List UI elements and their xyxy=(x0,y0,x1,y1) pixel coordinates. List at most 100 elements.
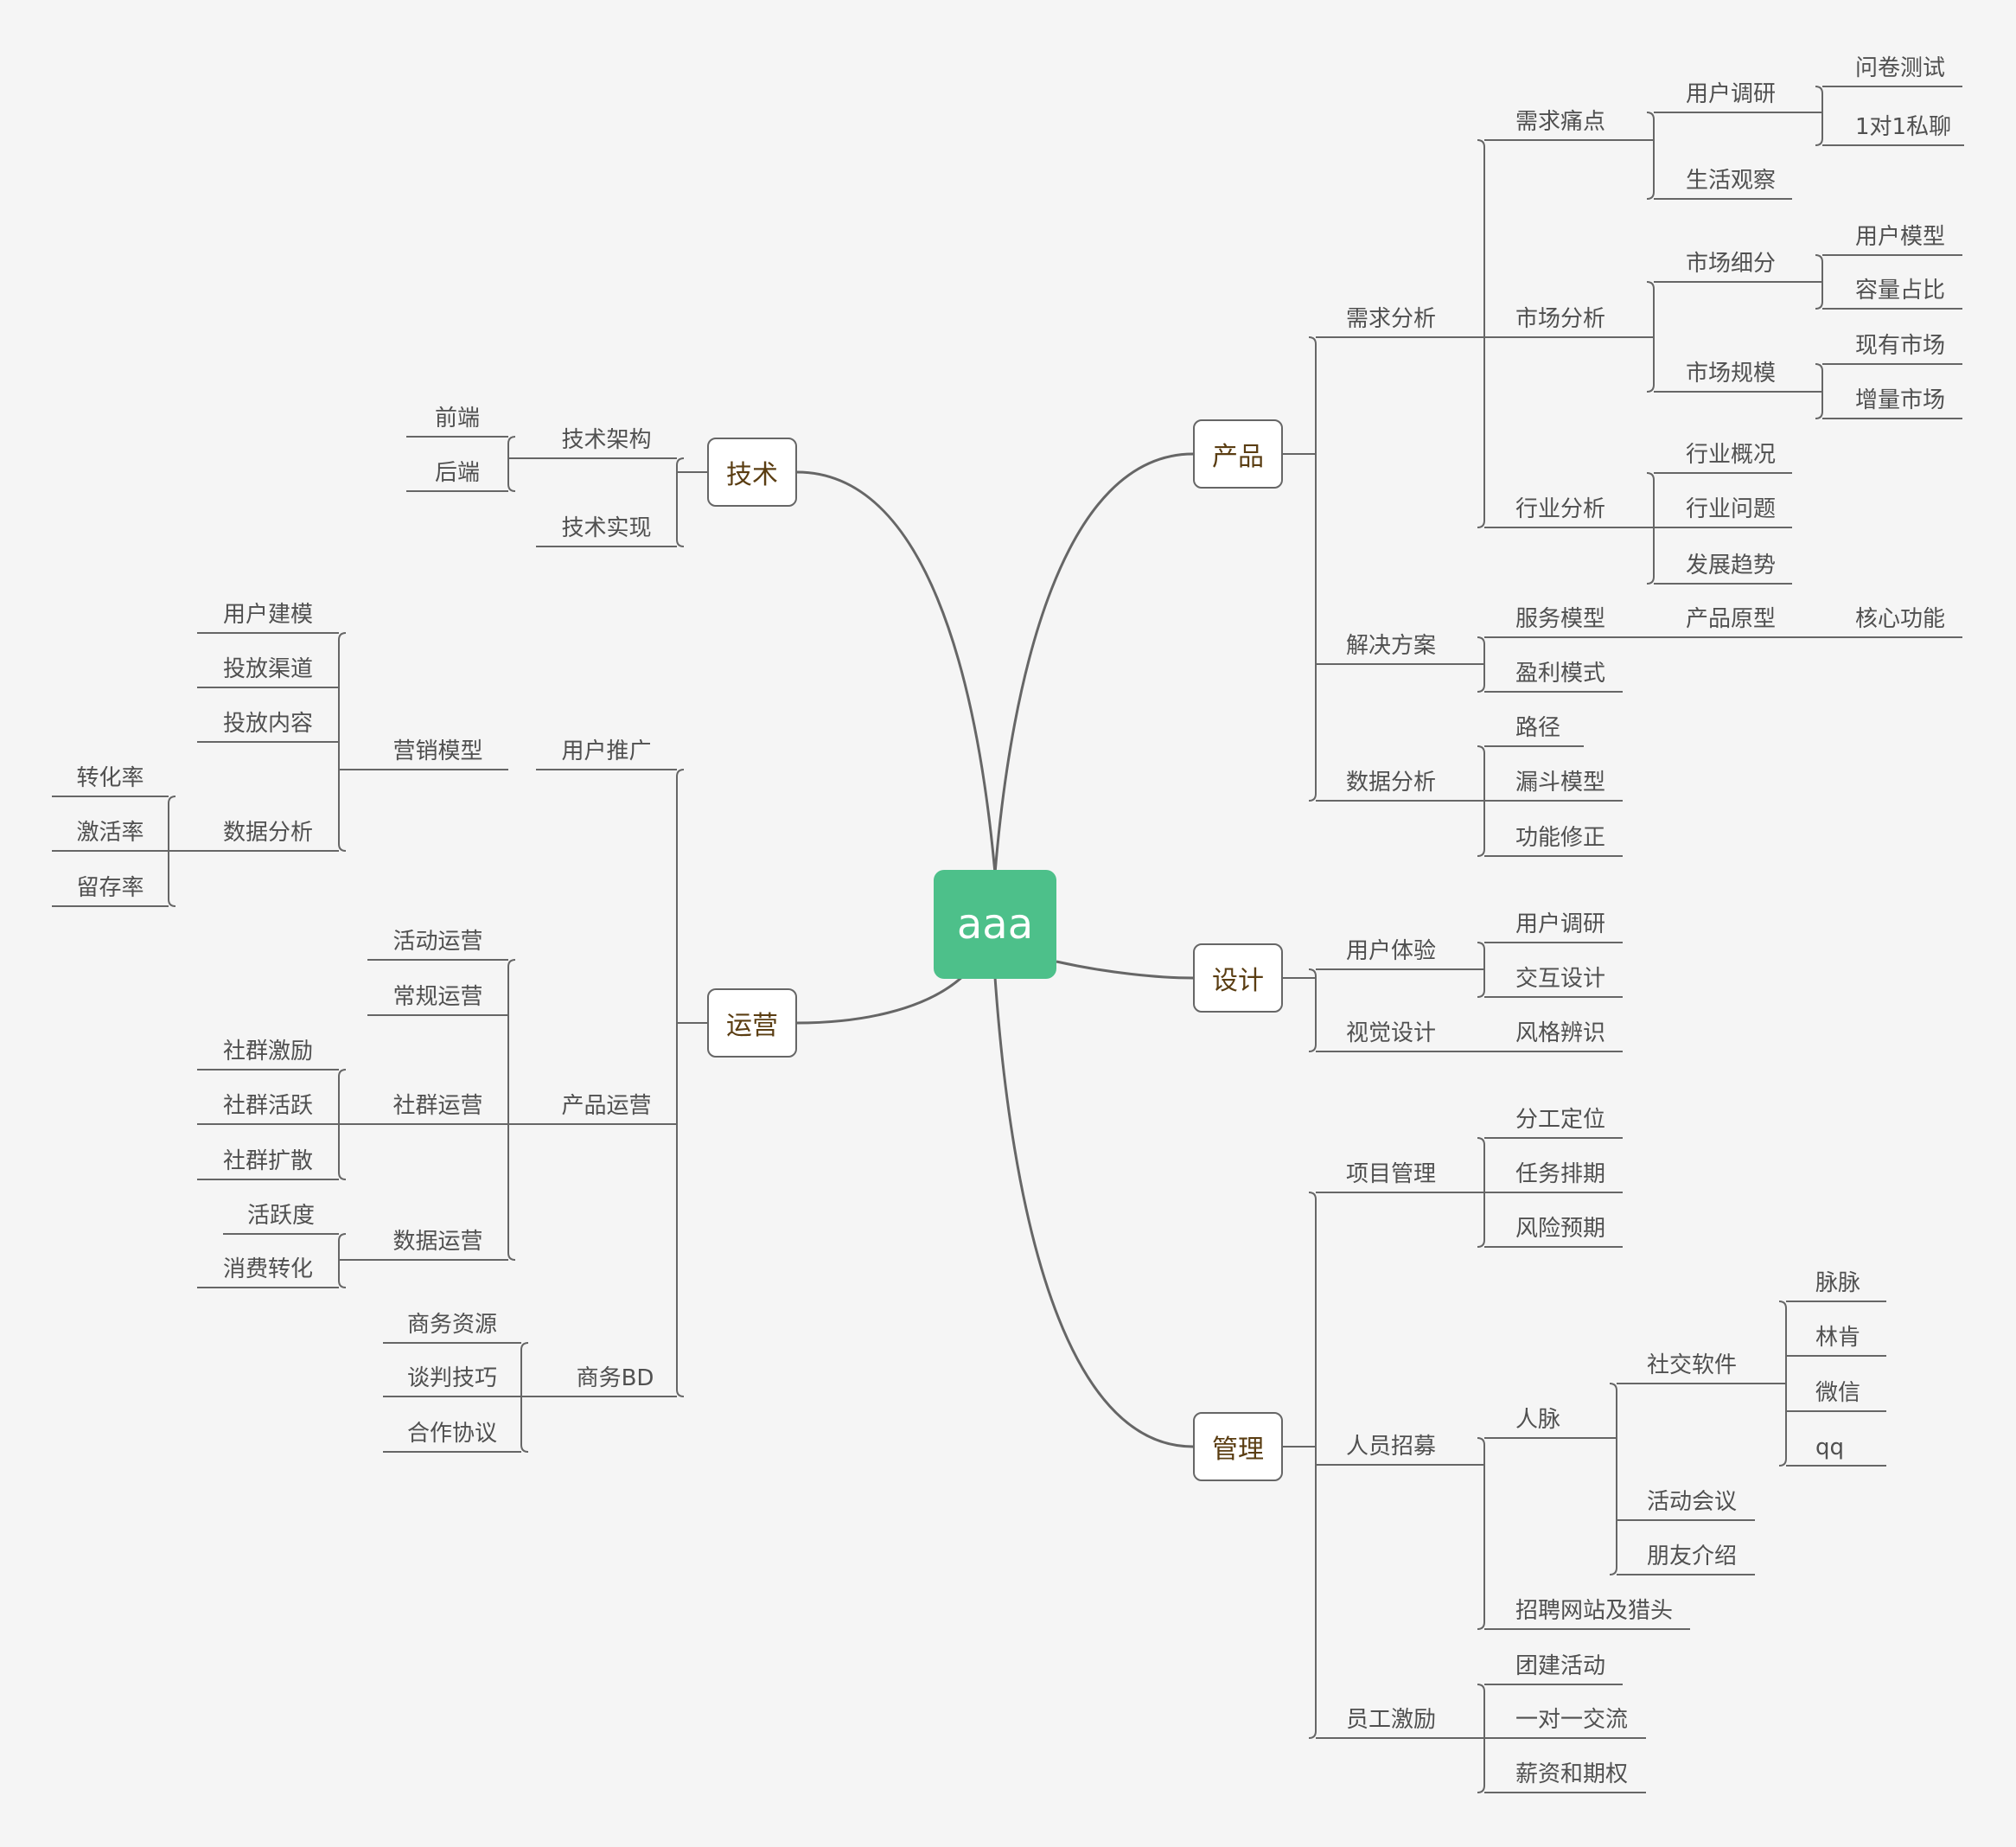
topic-label[interactable]: 生活观察 xyxy=(1686,168,1777,194)
topic-label[interactable]: 微信 xyxy=(1815,1380,1861,1406)
topic-label[interactable]: 用户模型 xyxy=(1855,224,1946,250)
branch-node[interactable]: 运营 xyxy=(707,988,797,1058)
topic-label[interactable]: 谈判技巧 xyxy=(406,1365,497,1391)
topic-label[interactable]: 问卷测试 xyxy=(1855,55,1946,81)
topic-label[interactable]: 增量市场 xyxy=(1855,387,1946,413)
topic-label[interactable]: 需求分析 xyxy=(1346,306,1437,332)
topic-label[interactable]: 招聘网站及猎头 xyxy=(1515,1598,1674,1624)
topic-label[interactable]: 数据分析 xyxy=(1346,770,1437,796)
branch-bracket xyxy=(1815,86,1823,146)
topic-label[interactable]: 团建活动 xyxy=(1515,1653,1606,1679)
topic-label[interactable]: 人员招募 xyxy=(1346,1434,1437,1460)
topic-label[interactable]: 后端 xyxy=(434,460,480,486)
topic-label[interactable]: 人脉 xyxy=(1515,1407,1561,1433)
topic-label[interactable]: 活动会议 xyxy=(1647,1489,1738,1515)
topic-label[interactable]: 视觉设计 xyxy=(1346,1020,1437,1046)
topic-label[interactable]: 社群扩散 xyxy=(222,1148,313,1174)
topic-label[interactable]: 一对一交流 xyxy=(1515,1707,1629,1733)
topic-label[interactable]: 常规运营 xyxy=(392,984,483,1010)
topic-label[interactable]: 发展趋势 xyxy=(1686,553,1777,578)
topic-label[interactable]: 市场规模 xyxy=(1686,361,1777,387)
topic-label[interactable]: 服务模型 xyxy=(1515,606,1606,632)
branch-connector xyxy=(796,974,966,1025)
topic-label[interactable]: 数据运营 xyxy=(392,1229,483,1255)
topic-label[interactable]: 核心功能 xyxy=(1855,606,1946,632)
topic-label[interactable]: 活跃度 xyxy=(246,1203,315,1229)
topic-label[interactable]: 行业概况 xyxy=(1686,442,1777,468)
topic-label[interactable]: 商务资源 xyxy=(406,1312,497,1338)
topic-label[interactable]: 1对1私聊 xyxy=(1855,114,1952,140)
topic-label[interactable]: 产品原型 xyxy=(1686,606,1777,632)
topic-label[interactable]: 行业分析 xyxy=(1515,496,1606,522)
topic-label[interactable]: 社群激励 xyxy=(222,1039,313,1064)
topic-label[interactable]: 市场分析 xyxy=(1515,306,1606,332)
topic-label[interactable]: 薪资和期权 xyxy=(1515,1761,1629,1787)
topic-label[interactable]: 容量占比 xyxy=(1855,278,1946,304)
branch-bracket xyxy=(338,632,347,852)
topic-label[interactable]: 需求痛点 xyxy=(1515,109,1606,135)
topic-label[interactable]: 转化率 xyxy=(76,765,144,791)
topic-label[interactable]: 行业问题 xyxy=(1686,496,1777,522)
branch-node[interactable]: 产品 xyxy=(1193,419,1283,489)
branch-bracket xyxy=(1646,112,1655,200)
topic-label[interactable]: 消费转化 xyxy=(222,1256,313,1282)
topic-label[interactable]: 营销模型 xyxy=(392,738,483,764)
topic-label[interactable]: 产品运营 xyxy=(561,1093,652,1119)
topic-label[interactable]: 分工定位 xyxy=(1515,1107,1606,1133)
topic-label[interactable]: 风险预期 xyxy=(1515,1216,1606,1242)
topic-label[interactable]: 用户调研 xyxy=(1515,911,1606,937)
branch-bracket xyxy=(1609,1383,1617,1575)
topic-label[interactable]: 朋友介绍 xyxy=(1647,1543,1738,1569)
topic-label[interactable]: 合作协议 xyxy=(406,1421,497,1447)
topic-label[interactable]: 员工激励 xyxy=(1346,1707,1437,1733)
topic-label[interactable]: 用户调研 xyxy=(1686,81,1777,107)
topic-label[interactable]: 数据分析 xyxy=(222,820,313,846)
branch-node[interactable]: 技术 xyxy=(707,438,797,507)
branch-bracket xyxy=(507,959,516,1261)
topic-label[interactable]: 市场细分 xyxy=(1686,251,1777,277)
topic-label[interactable]: 技术架构 xyxy=(561,427,652,453)
branch-connector xyxy=(993,452,1194,874)
topic-label[interactable]: 社群活跃 xyxy=(222,1093,313,1119)
branch-bracket xyxy=(507,436,516,492)
topic-label[interactable]: 解决方案 xyxy=(1346,633,1437,659)
topic-label[interactable]: 用户推广 xyxy=(561,738,652,764)
topic-label[interactable]: 脉脉 xyxy=(1815,1270,1861,1296)
topic-label[interactable]: 现有市场 xyxy=(1855,333,1946,359)
topic-label[interactable]: 商务BD xyxy=(576,1365,654,1391)
branch-bracket xyxy=(1308,1192,1317,1739)
topic-label[interactable]: qq xyxy=(1815,1435,1845,1460)
topic-label[interactable]: 社交软件 xyxy=(1647,1352,1738,1378)
branch-bracket xyxy=(676,457,685,547)
topic-label[interactable]: 激活率 xyxy=(76,820,144,846)
topic-label[interactable]: 用户建模 xyxy=(222,602,313,628)
branch-connector xyxy=(796,470,997,874)
topic-label[interactable]: 交互设计 xyxy=(1515,966,1606,992)
branch-bracket xyxy=(676,769,685,1397)
branch-bracket xyxy=(1308,336,1317,802)
topic-label[interactable]: 用户体验 xyxy=(1346,938,1437,964)
topic-label[interactable]: 林肯 xyxy=(1815,1325,1861,1351)
topic-label[interactable]: 风格辨识 xyxy=(1515,1020,1606,1046)
topic-label[interactable]: 社群运营 xyxy=(392,1093,483,1119)
topic-label[interactable]: 投放渠道 xyxy=(222,656,313,682)
topic-label[interactable]: 漏斗模型 xyxy=(1515,770,1606,796)
branch-node[interactable]: 设计 xyxy=(1193,943,1283,1013)
topic-label[interactable]: 活动运营 xyxy=(392,929,483,955)
topic-label[interactable]: 前端 xyxy=(434,406,480,431)
branch-bracket xyxy=(1308,968,1317,1052)
branch-bracket xyxy=(1477,139,1485,528)
branch-node[interactable]: 管理 xyxy=(1193,1412,1283,1481)
topic-label[interactable]: 投放内容 xyxy=(222,711,313,737)
topic-label[interactable]: 盈利模式 xyxy=(1515,661,1606,687)
topic-label[interactable]: 路径 xyxy=(1515,715,1561,741)
topic-label[interactable]: 功能修正 xyxy=(1515,825,1606,851)
root-node[interactable]: aaa xyxy=(934,870,1056,979)
topic-label[interactable]: 技术实现 xyxy=(561,515,652,541)
topic-label[interactable]: 项目管理 xyxy=(1346,1161,1437,1187)
topic-label[interactable]: 留存率 xyxy=(76,875,144,901)
topic-label[interactable]: 任务排期 xyxy=(1515,1161,1606,1187)
branch-bracket xyxy=(1477,1437,1485,1630)
